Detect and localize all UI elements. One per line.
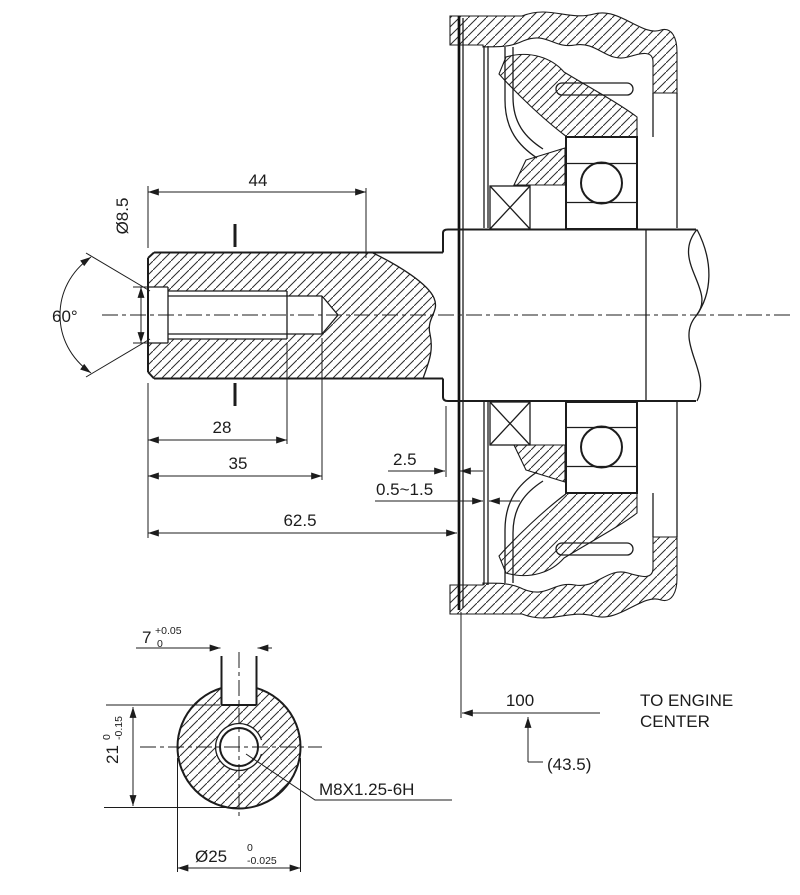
shaft-hatch — [148, 252, 436, 379]
thread-callout: M8X1.25-6H — [319, 780, 414, 799]
dim-thread-depth: 28 — [213, 418, 232, 437]
cavity-contour — [512, 480, 544, 583]
note-center: CENTER — [640, 712, 710, 731]
crankcase-bottom-web — [498, 492, 638, 577]
thread-leader — [245, 753, 452, 801]
dim-bore-depth: 35 — [229, 454, 248, 473]
note-to-engine: TO ENGINE — [640, 691, 733, 710]
thread-circle — [214, 722, 263, 772]
dim-keyway-flat-tol-upper: 0 — [101, 734, 113, 740]
dim-shaft-dia: Ø25 — [195, 847, 227, 866]
shaft-break-line — [695, 229, 710, 317]
crankcase-section — [449, 11, 678, 619]
engine-center-note: 100 TO ENGINE CENTER (43.5) — [462, 691, 733, 774]
oil-slot-top — [555, 82, 634, 96]
dim-shaft-length: 44 — [249, 171, 268, 190]
cavity-contour — [504, 47, 538, 159]
end-view-hatch — [177, 682, 301, 809]
dim-keyway-width-tol-lower: 0 — [157, 638, 163, 650]
shaft-outline — [147, 228, 449, 402]
cavity-contour — [504, 471, 538, 583]
crankcase-top-web — [498, 53, 638, 138]
end-view-dimensions: 7 +0.05 0 21 0 -0.15 Ø25 0 -0.025 M8X1.2… — [101, 625, 452, 872]
side-section-view: 44 Ø8.5 60° 28 35 62.5 2 — [52, 11, 792, 774]
dim-engine-center-distance: 100 — [506, 691, 534, 710]
dim-step-clearance: 2.5 — [393, 450, 417, 469]
section-break-boundary — [371, 251, 437, 379]
dim-countersink-dia: Ø8.5 — [113, 198, 132, 235]
dim-seal-clearance: 0.5~1.5 — [376, 480, 433, 499]
pto-shaft-section — [147, 228, 710, 402]
dim-keyway-width: 7 — [142, 628, 151, 647]
cavity-contour — [512, 47, 544, 150]
dim-shaft-dia-tol-upper: 0 — [247, 842, 253, 854]
oil-seal-top — [489, 185, 531, 230]
dim-keyway-flat-tol-lower: -0.15 — [113, 716, 125, 740]
bearing-ball — [580, 161, 623, 205]
bearing-ball — [580, 425, 623, 469]
oil-slot-bottom — [555, 542, 634, 556]
shaft-end-view: 7 +0.05 0 21 0 -0.15 Ø25 0 -0.025 M8X1.2… — [101, 625, 452, 872]
dim-keyway-width-tol-upper: +0.05 — [155, 625, 182, 637]
dim-reference-43-5: (43.5) — [547, 755, 591, 774]
crankcase-bottom-wall — [449, 536, 678, 619]
dim-countersink-angle: 60° — [52, 307, 78, 326]
side-view-dimensions: 44 Ø8.5 60° 28 35 62.5 2 — [52, 171, 520, 718]
crankcase-top-wall — [449, 11, 678, 94]
dim-shaft-dia-tol-lower: -0.025 — [247, 855, 277, 867]
dim-overall-length: 62.5 — [283, 511, 316, 530]
dim-keyway-flat: 21 — [103, 745, 122, 764]
